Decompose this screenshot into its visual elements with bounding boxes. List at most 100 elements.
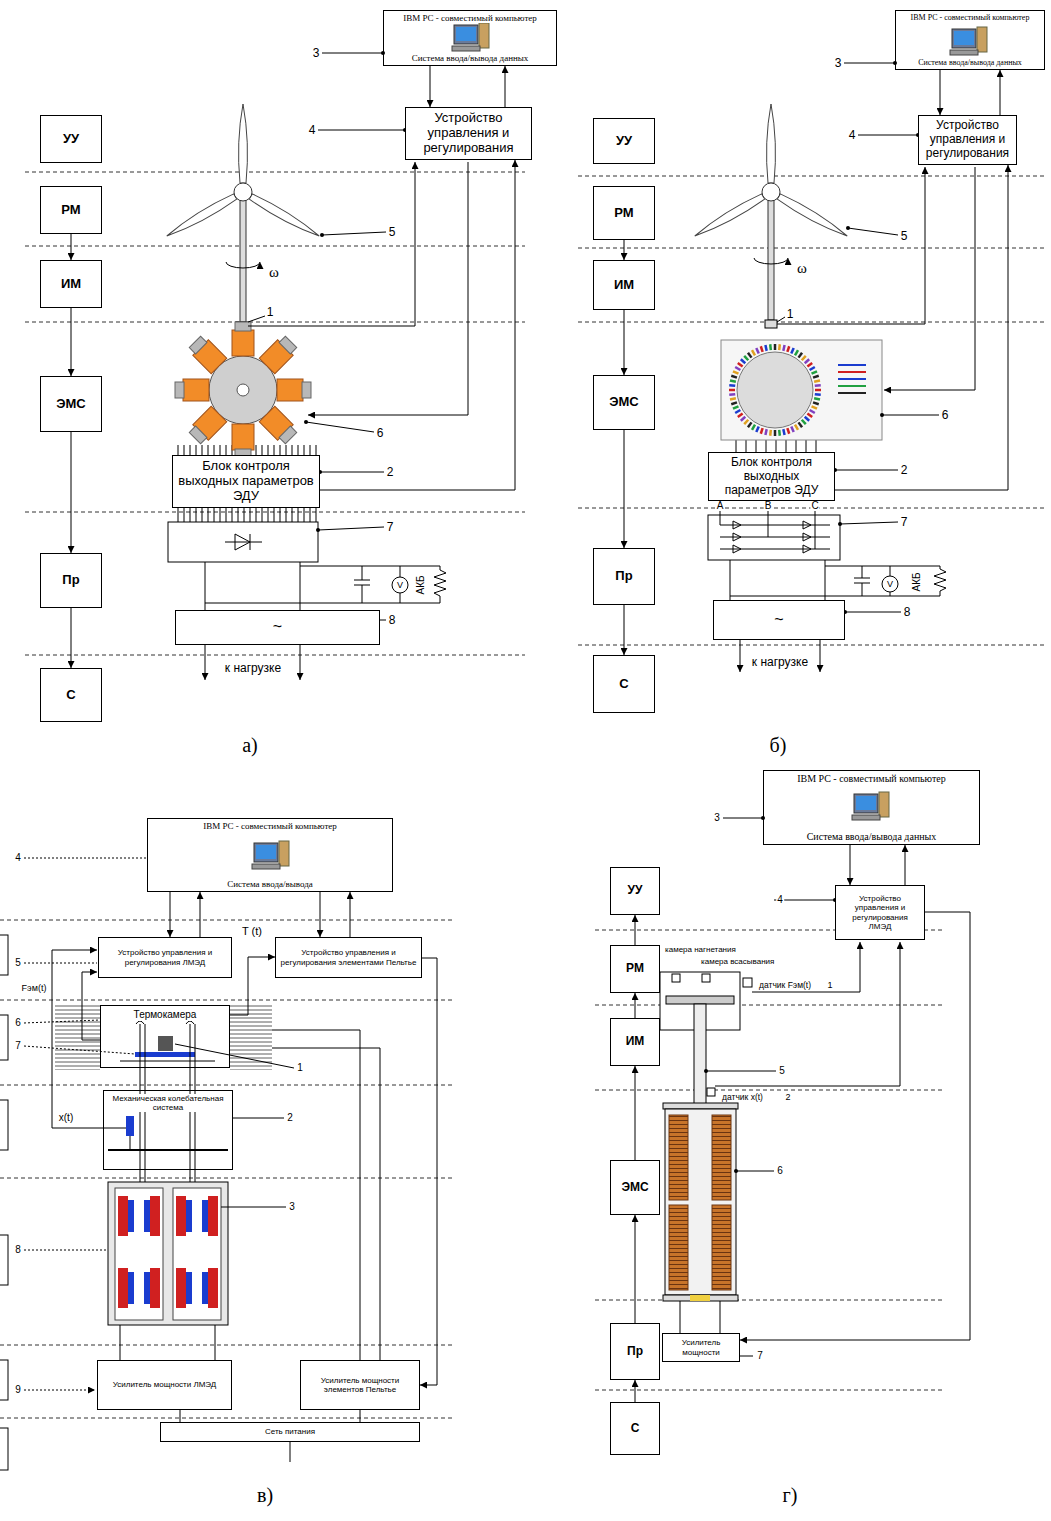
dc-bus — [400, 566, 401, 577]
linear-motor — [176, 1268, 186, 1308]
node-text: ИМ — [614, 278, 634, 293]
callout-number: 4 — [14, 853, 22, 863]
connector-arrow — [360, 1410, 361, 1422]
linear-motor — [144, 1272, 150, 1304]
wire-stroke — [274, 445, 275, 455]
wire-stroke — [214, 445, 215, 455]
linear-motor — [144, 1200, 150, 1232]
power-line — [272, 1030, 360, 1360]
computer-box: IBM PC - совместимый компьютерСистема вв… — [895, 10, 1045, 70]
text-label: B — [764, 501, 773, 511]
node-text: УУ — [63, 132, 79, 147]
node-text: Механическая колебательная система — [108, 1094, 228, 1112]
rectifier-bridge — [820, 640, 821, 672]
wire-stroke — [776, 440, 777, 452]
wire-stroke — [752, 350, 755, 355]
process-box: Устройство управления и регулирования — [405, 107, 532, 160]
wire-stroke — [741, 359, 745, 363]
wire-stroke — [766, 440, 767, 452]
wire-stroke — [783, 345, 784, 351]
rectifier-bridge — [890, 566, 891, 576]
node-text: Система ввода/вывода данных — [410, 53, 531, 63]
wire-stroke — [184, 445, 185, 455]
stage-box: С — [40, 668, 102, 722]
wind-turbine — [767, 104, 776, 183]
leader-line — [320, 472, 384, 473]
wire-stroke — [795, 425, 798, 430]
process-box: Усилитель мощности элементов Пельтье — [300, 1360, 420, 1410]
generator — [259, 406, 299, 446]
stage-box — [0, 1360, 8, 1400]
stage-box: Пр — [40, 553, 102, 608]
wire-stroke — [316, 445, 317, 455]
generator-panel — [838, 371, 866, 373]
leader-line — [858, 135, 918, 136]
linear-motor — [128, 1272, 134, 1304]
leader-line — [233, 1118, 284, 1119]
dc-bus — [362, 585, 363, 603]
process-box: Сеть питания — [160, 1422, 420, 1442]
sensor-line — [752, 942, 860, 992]
wire-stroke — [783, 429, 784, 435]
process-box: Усилитель мощности — [662, 1333, 740, 1362]
wire-stroke — [756, 427, 758, 432]
text-label: Fэм(t) — [21, 984, 48, 993]
rectifier-bridge — [882, 576, 898, 592]
text-label: б) — [769, 735, 788, 755]
wind-turbine — [754, 258, 788, 264]
connector-arrow — [71, 308, 72, 376]
text-label: камера нагнетания — [664, 946, 737, 954]
text-label: T (t) — [241, 926, 263, 937]
rectifier-bridge — [730, 560, 731, 600]
connector-arrow — [635, 1066, 636, 1160]
connector-arrow — [850, 845, 851, 885]
text-label: V — [396, 581, 404, 590]
connector-arrow — [71, 608, 72, 668]
wire-stroke — [787, 428, 789, 434]
callout-number: 4 — [776, 895, 784, 905]
power-line — [215, 1325, 216, 1360]
callout-number: 2 — [286, 1113, 294, 1123]
text-label: в) — [256, 1485, 274, 1505]
leader-dot — [846, 226, 850, 230]
stage-box: С — [593, 655, 655, 713]
rectifier-bridge — [934, 566, 946, 596]
node-text: Блок контроля выходных параметров ЭДУ — [177, 459, 315, 504]
stage-box: РМ — [593, 186, 655, 240]
wire-stroke — [310, 445, 311, 455]
dc-bus — [354, 580, 370, 581]
wire-stroke — [746, 440, 747, 452]
leader-dot — [704, 1069, 708, 1073]
leader-line — [24, 963, 97, 964]
region-box: Термокамера — [100, 1005, 230, 1068]
node-text: ИМ — [61, 277, 81, 292]
wire-stroke — [736, 440, 737, 452]
text-label: г) — [782, 1485, 799, 1505]
wire-stroke — [292, 445, 293, 455]
process-box: ~ — [175, 610, 380, 645]
callout-number: 4 — [308, 124, 317, 136]
node-text: С — [631, 1422, 640, 1436]
stage-divider — [25, 246, 525, 247]
connector-arrow — [635, 1380, 636, 1402]
stage-box: УУ — [593, 118, 655, 164]
connector-arrow — [1000, 70, 1001, 115]
node-text: Сеть питания — [265, 1427, 315, 1436]
process-box: Устройство управления и регулирования ЛМ… — [835, 885, 925, 940]
wire-stroke — [280, 445, 281, 455]
wire-stroke — [774, 430, 777, 436]
wind-turbine — [762, 183, 780, 201]
leader-line — [24, 858, 147, 859]
leader-line — [221, 1207, 286, 1208]
wind-turbine — [249, 193, 322, 240]
linear-motor — [150, 1268, 160, 1308]
stage-divider — [0, 1418, 455, 1419]
wire-stroke — [814, 380, 820, 381]
leader-dot — [880, 413, 884, 417]
generator — [175, 322, 311, 458]
dc-bus — [300, 566, 440, 567]
wire-stroke — [304, 445, 305, 455]
rectifier — [225, 542, 262, 543]
leader-line — [248, 316, 265, 322]
wind-turbine — [777, 193, 850, 240]
